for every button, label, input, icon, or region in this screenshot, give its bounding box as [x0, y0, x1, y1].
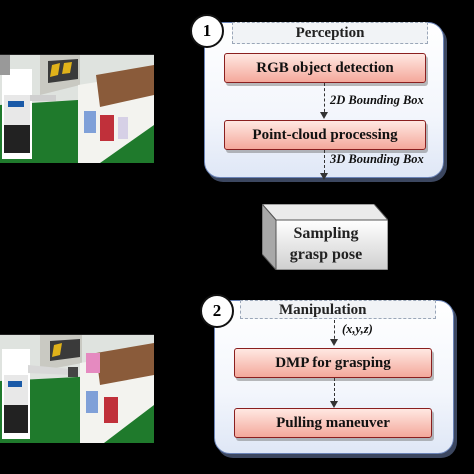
arrow-detection-to-pointcloud: [320, 83, 328, 119]
pulling-maneuver-box: Pulling maneuver: [234, 408, 432, 438]
perception-step-badge: 1: [190, 14, 224, 48]
arrow-title-to-dmp: [330, 320, 338, 346]
dmp-grasping-box: DMP for grasping: [234, 348, 432, 378]
edge-label-2d-bbox: 2D Bounding Box: [330, 93, 424, 107]
arrow-dmp-to-pulling: [330, 378, 338, 408]
sampling-label-line1: Sampling: [293, 225, 359, 242]
edge-label-3d-bbox: 3D Bounding Box: [330, 152, 424, 166]
sampling-grasp-pose-box: [262, 204, 388, 270]
robot-photo-top: [0, 54, 154, 163]
arrow-pointcloud-to-sampling: [320, 150, 328, 180]
pointcloud-processing-box: Point-cloud processing: [224, 120, 426, 150]
manipulation-step-badge: 2: [200, 294, 234, 328]
edge-label-xyz: (x,y,z): [342, 322, 373, 336]
rgb-detection-box: RGB object detection: [224, 53, 426, 83]
robot-photo-bottom: [0, 334, 154, 443]
sampling-label-line2: grasp pose: [289, 246, 363, 263]
sampling-label: Sampling grasp pose: [276, 223, 376, 265]
perception-title: Perception: [232, 22, 428, 44]
manipulation-title: Manipulation: [240, 300, 436, 319]
